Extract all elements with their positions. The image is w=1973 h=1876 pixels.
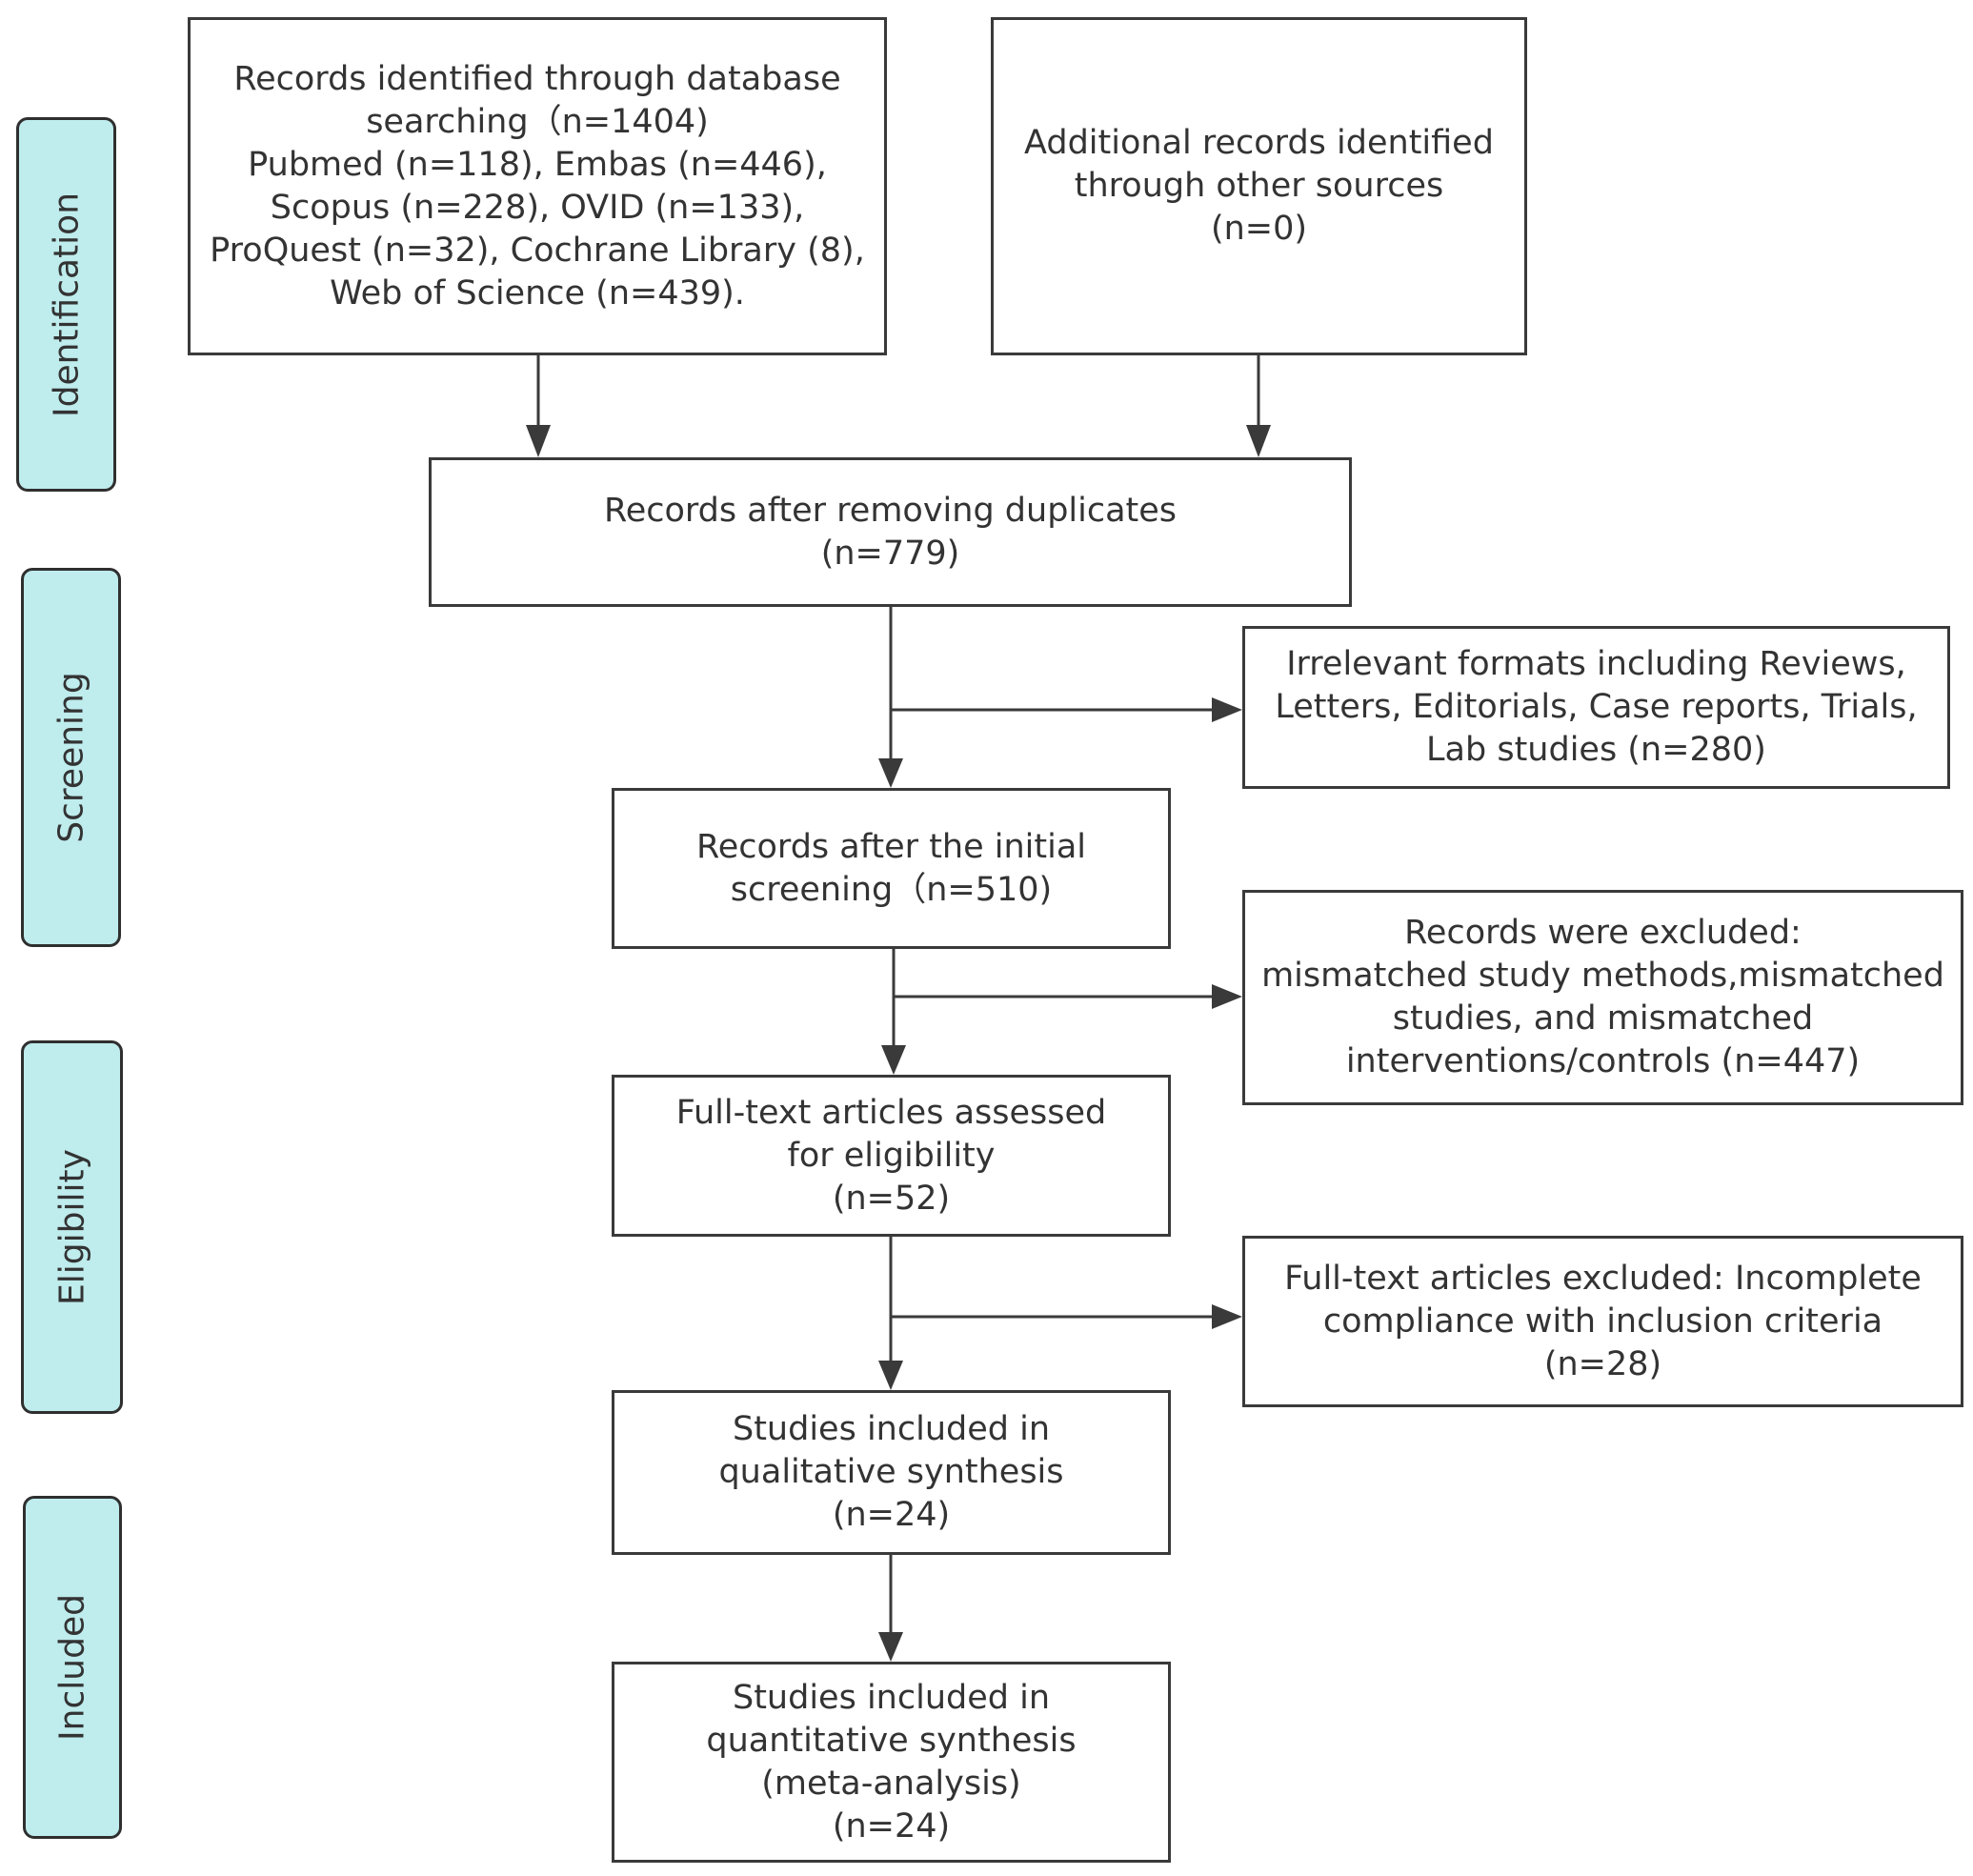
box-line: Pubmed (n=118), Embas (n=446),	[248, 145, 827, 184]
box-line: Scopus (n=228), OVID (n=133),	[270, 188, 805, 227]
box-line: Records after the initial	[695, 827, 1087, 866]
other-sources-box: Additional records identified through ot…	[991, 17, 1527, 355]
arrowhead	[878, 1361, 903, 1390]
box-line: quantitative synthesis	[706, 1721, 1077, 1760]
box-line: Web of Science (n=439).	[330, 273, 745, 313]
after-duplicates-box: Records after removing duplicates (n=779…	[429, 457, 1352, 607]
box-line: through other sources	[1074, 167, 1444, 205]
box-line: Records identified through database	[233, 59, 841, 98]
box-line: Letters, Editorials, Case reports, Trial…	[1275, 688, 1918, 726]
box-line: (n=52)	[832, 1179, 951, 1218]
box-line: Studies included in	[732, 1678, 1050, 1717]
stage-label: Eligibility	[52, 1149, 91, 1305]
stage-eligibility: Eligibility	[21, 1040, 123, 1414]
box-line: mismatched study methods,mismatched	[1261, 957, 1944, 995]
database-records-box: Records identified through database sear…	[188, 17, 887, 355]
box-line: Studies included in	[732, 1410, 1050, 1448]
box-line: searching（n=1404)	[366, 102, 709, 141]
quantitative-synthesis-box: Studies included in quantitative synthes…	[612, 1662, 1171, 1863]
arrowhead	[1212, 1304, 1242, 1329]
box-line: Records were excluded:	[1404, 914, 1802, 952]
fulltext-assessed-box: Full-text articles assessed for eligibil…	[612, 1075, 1171, 1237]
arrowhead	[1212, 697, 1242, 722]
box-line: ProQuest (n=32), Cochrane Library (8),	[210, 231, 865, 270]
box-line: (meta-analysis)	[761, 1764, 1021, 1803]
box-line: Records after removing duplicates	[603, 491, 1178, 530]
box-line: qualitative synthesis	[718, 1453, 1064, 1491]
box-line: (n=24)	[832, 1806, 951, 1846]
stage-screening: Screening	[21, 568, 121, 947]
box-line: interventions/controls (n=447)	[1345, 1042, 1861, 1080]
box-line: compliance with inclusion criteria	[1322, 1301, 1883, 1341]
irrelevant-formats-box: Irrelevant formats including Reviews, Le…	[1242, 626, 1950, 789]
box-line: (n=0)	[1210, 210, 1308, 248]
stage-label: Included	[52, 1594, 92, 1741]
arrowhead	[526, 425, 551, 457]
fulltext-excluded-box: Full-text articles excluded: Incomplete …	[1242, 1236, 1963, 1407]
box-line: Lab studies (n=280)	[1426, 731, 1766, 769]
qualitative-synthesis-box: Studies included in qualitative synthesi…	[612, 1390, 1171, 1555]
arrowhead	[878, 1632, 903, 1662]
box-line: (n=28)	[1543, 1344, 1662, 1383]
box-line: Full-text articles assessed	[675, 1093, 1107, 1132]
box-line: studies, and mismatched	[1392, 999, 1814, 1038]
stage-label: Screening	[51, 672, 91, 843]
stage-included: Included	[23, 1496, 122, 1839]
arrowhead	[878, 758, 903, 788]
arrowhead	[881, 1045, 906, 1075]
stage-identification: Identification	[16, 117, 116, 492]
box-line: Irrelevant formats including Reviews,	[1286, 645, 1906, 683]
box-line: screening（n=510)	[730, 870, 1053, 909]
box-line: Full-text articles excluded: Incomplete	[1284, 1259, 1922, 1298]
box-line: (n=24)	[832, 1496, 951, 1534]
arrowhead	[1212, 984, 1242, 1009]
initial-screening-box: Records after the initial screening（n=51…	[612, 788, 1171, 949]
arrowhead	[1246, 425, 1271, 457]
box-line: Additional records identified	[1024, 124, 1494, 162]
records-excluded-box: Records were excluded: mismatched study …	[1242, 890, 1963, 1105]
box-line: for eligibility	[787, 1136, 996, 1175]
box-line: (n=779)	[820, 534, 960, 573]
stage-label: Identification	[47, 192, 86, 417]
